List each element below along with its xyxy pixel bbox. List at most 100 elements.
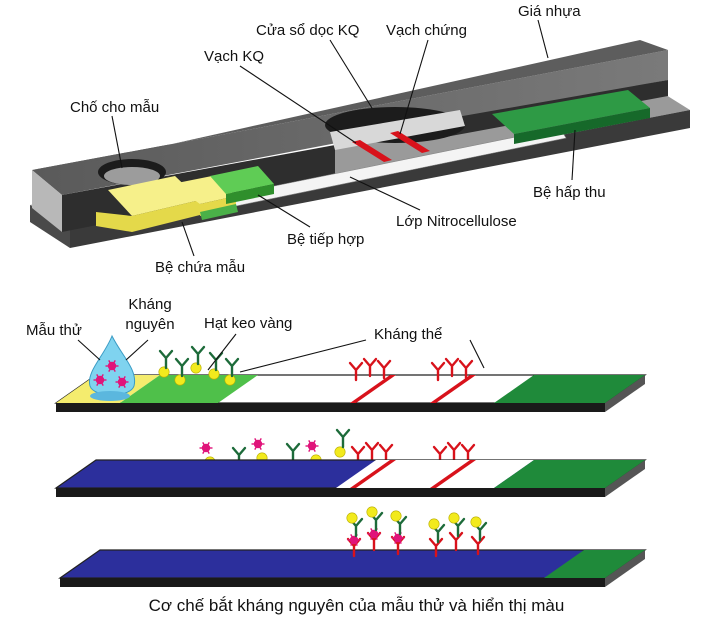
antigen-spike [257,443,262,450]
antigen-spike [118,381,123,388]
sample-well-inner [104,167,160,185]
label-hat-keo-vang: Hạt keo vàng [204,315,293,332]
absorbent-pad [492,90,650,134]
antigen-spike [111,360,116,367]
strip-1-conjugate-pad [120,375,258,403]
antigen-spike [370,528,375,535]
antibody [446,441,462,462]
conjugate-pad-under [200,204,238,220]
label-lop-nitrocellulose: Lớp Nitrocellulose [396,213,517,230]
gold-particle [428,518,440,530]
strip-2-test-line [350,460,396,488]
figure-caption: Cơ chế bắt kháng nguyên của mẫu thử và h… [148,596,565,615]
antigen-spike [205,442,210,449]
antibody [430,361,446,382]
antibody [444,357,460,378]
leader-khang-nguyen [125,339,149,361]
leader-mau-thu [77,339,101,361]
gold-particle [158,366,170,378]
strip-2-side [605,460,645,497]
antigen-spike [308,445,313,452]
conjugate-pad [210,166,274,194]
leader-be-chua-mau [181,221,195,257]
control-line [390,131,430,153]
antigen-spike [99,379,104,386]
antigen-spike [205,447,210,454]
absorbent-pad-front [514,108,650,144]
antibody [376,359,392,380]
antigen-spike [308,440,313,447]
strip-2-control-line [430,460,476,488]
strip-3-side [605,550,645,587]
label-be-tiep-hop: Bệ tiếp hợp [287,231,365,248]
strip-1-absorbent-pad [494,375,645,403]
antigen-spike [96,379,101,386]
cassette-base-front [30,205,70,248]
label-be-chua-mau: Bệ chứa mẫu [155,259,246,276]
antigen-spike [311,445,316,452]
label-gia-nhua: Giá nhựa [518,3,581,20]
antibody [335,428,351,449]
antigen-spike [254,438,259,445]
antigen [305,440,319,452]
antigen-spike [394,537,399,544]
particle-layer-lower [346,506,488,558]
antigen [367,528,381,540]
sample-drop-base [90,391,130,401]
gold-particle [334,446,346,458]
label-cho-cho-mau: Chố cho mẫu [70,99,160,116]
antigen [199,442,213,454]
antigen [391,532,405,544]
strip-2 [54,459,647,497]
conjugate-pad-front [226,184,274,204]
antigen-spike [394,532,399,539]
antigen [115,376,129,388]
antigen [347,534,361,546]
leader-lines-top [111,19,576,257]
result-line [352,140,392,162]
antigen-spike [121,376,126,383]
strip-3 [58,549,647,587]
leader-be-tiep-hop [257,194,311,228]
strip-1-test-line [350,375,396,403]
antigen-spike [397,537,402,544]
antigen-spike [202,447,207,454]
antigen [251,438,265,450]
label-vach-kq: Vạch KQ [204,48,265,65]
strip-1-front [56,403,605,412]
antibody [190,345,206,366]
antigen-spike [373,533,378,540]
cassette [30,40,690,248]
gold-particle [448,512,460,524]
antibody [174,357,190,378]
antigen-spike [99,374,104,381]
label-be-hap-thu: Bệ hấp thu [533,184,606,201]
strip-3-front [60,578,605,587]
antigen-spike [350,539,355,546]
antibody [208,351,224,372]
strip-1-control-line [430,375,476,403]
label-khang-nguyen-line2: nguyên [125,316,175,333]
cassette-left-face [32,170,62,232]
strip-3-absorbent-pad [544,550,645,578]
leader-vach-chung [399,39,429,135]
gold-particle [174,374,186,386]
leader-cho-cho-mau [111,115,123,169]
leader-gia-nhua [537,19,549,59]
gold-particle [366,506,378,518]
antigen-spike [202,442,207,449]
antibody [448,531,464,552]
antigen [93,374,107,386]
leader-hat-keo-vang [207,333,237,371]
antibody [362,357,378,378]
antibody [224,357,240,378]
antigen-spike [121,381,126,388]
antigen-spike [96,374,101,381]
antibody [458,359,474,380]
leader-khang-the [239,339,367,373]
antibody [158,349,174,370]
antigen-spike [111,365,116,372]
antigen-spike [108,365,113,372]
label-vach-chung: Vạch chứng [386,22,467,39]
